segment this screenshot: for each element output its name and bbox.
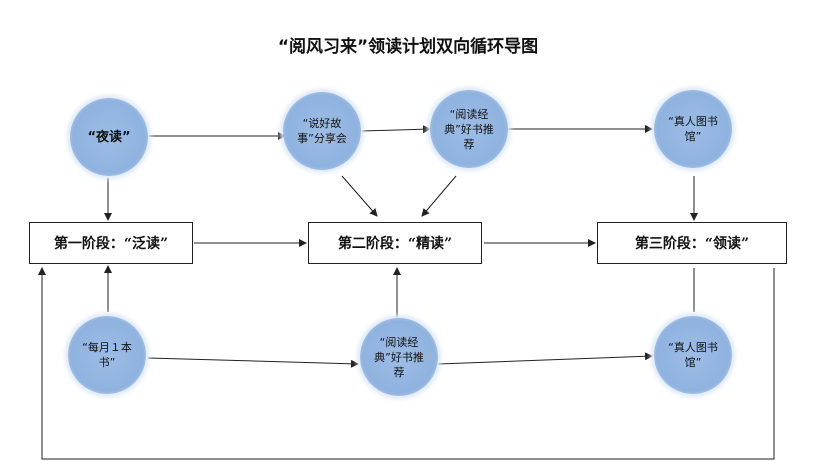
circle-classic-recommend-bottom: “阅读经典”好书推荐 <box>360 318 438 396</box>
arrow-loop-stage3-to-stage1 <box>38 267 775 460</box>
stage-2-box: 第二阶段：“精读” <box>308 222 482 264</box>
circle-story-sharing: “说好故事”分享会 <box>283 92 361 170</box>
arrow-classic-to-library-bottom <box>437 352 653 365</box>
arrow-monthly-to-classic <box>147 357 359 368</box>
arrow-story-to-classic <box>361 125 431 134</box>
arrow-story-to-stage2 <box>341 175 378 217</box>
stage-3-box: 第三阶段：“领读” <box>597 222 787 264</box>
circle-human-library-bottom: “真人图书馆” <box>654 316 732 394</box>
stage-1-box: 第一阶段：“泛读” <box>29 222 193 264</box>
circle-human-library-top: “真人图书馆” <box>654 90 732 168</box>
circle-monthly-book: “每月１本书” <box>68 316 146 394</box>
circle-classic-recommend-top: “阅读经典”好书推荐 <box>430 90 508 168</box>
arrow-classic-to-stage2 <box>421 175 457 217</box>
circle-yedu: “夜读” <box>70 98 148 176</box>
diagram-title: “阅风习来”领读计划双向循环导图 <box>277 37 539 57</box>
